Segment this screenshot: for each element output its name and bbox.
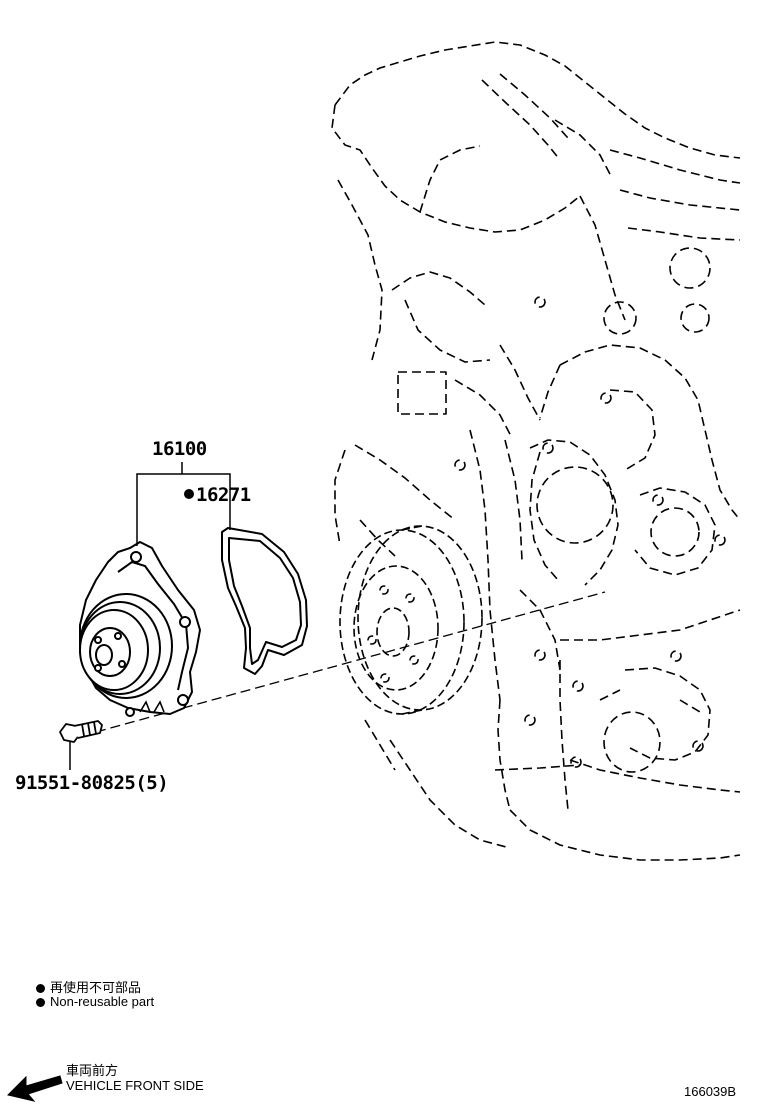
- legend-line-en: Non-reusable part: [36, 994, 154, 1009]
- water-pump-gasket: [221, 527, 308, 675]
- callout-gasket-number: 16271: [196, 484, 251, 506]
- bolt-alignment-line: [95, 591, 606, 733]
- callout-bolt: 91551-80825(5): [15, 772, 169, 794]
- direction-label-en: VEHICLE FRONT SIDE: [66, 1078, 204, 1093]
- water-pump: [79, 541, 201, 717]
- figure-id: 166039B: [684, 1084, 737, 1099]
- engine-block-outline: [331, 41, 741, 861]
- legend-marker-icon: [36, 984, 45, 994]
- legend-line-jp: 再使用不可部品: [36, 977, 141, 996]
- legend-text-jp: 再使用不可部品: [50, 980, 142, 995]
- legend-text-en: Non-reusable part: [50, 994, 155, 1009]
- direction-label-jp: 車両前方: [66, 1063, 119, 1078]
- callout-water-pump: 16100: [152, 438, 207, 460]
- flange-bolt: [59, 720, 103, 743]
- vehicle-front-arrow-icon: [7, 1075, 63, 1102]
- water-pump-fins: [139, 700, 165, 713]
- leader-lines: [69, 462, 231, 770]
- non-reusable-marker-icon: [184, 488, 194, 499]
- crankshaft-pulley: [339, 525, 483, 715]
- legend-marker-icon: [36, 998, 45, 1008]
- callout-gasket: 16271: [184, 484, 251, 506]
